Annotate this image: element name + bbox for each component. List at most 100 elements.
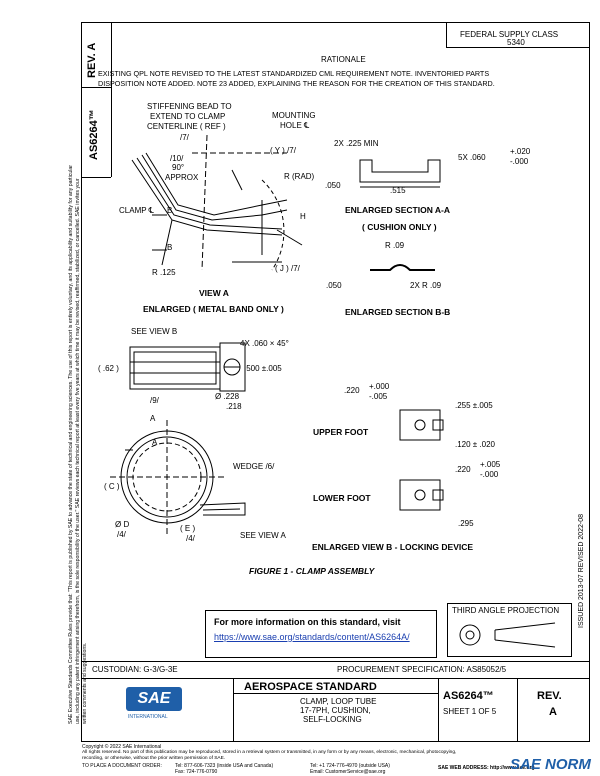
view-b-title: ENLARGED VIEW B - LOCKING DEVICE — [312, 542, 474, 552]
j-dimension: ( J ) /7/ — [275, 264, 300, 273]
h-dim: H — [300, 212, 306, 221]
web-address: SAE WEB ADDRESS: http://www.sae.org — [438, 765, 535, 771]
bb-r09: R .09 — [385, 241, 405, 250]
d120: .120 ± .020 — [455, 440, 495, 449]
aa-515: .515 — [390, 186, 406, 195]
section-bb-drawing — [370, 264, 435, 271]
info-heading: For more information on this standard, v… — [214, 617, 401, 627]
sae-intl: INTERNATIONAL — [128, 714, 168, 720]
figure-title: FIGURE 1 - CLAMP ASSEMBLY — [249, 566, 375, 576]
section-b-bottom: B — [167, 243, 173, 252]
view-a-subtitle: ENLARGED ( METAL BAND ONLY ) — [143, 304, 284, 314]
dia-218: .218 — [226, 402, 242, 411]
mounting-label-1: MOUNTING — [272, 111, 316, 120]
rev-label: REV. — [537, 690, 562, 702]
clamp-loop-drawing — [110, 420, 246, 535]
see-view-a: SEE VIEW A — [240, 531, 286, 540]
supply-class-label: FEDERAL SUPPLY CLASS — [460, 30, 559, 39]
d255: .255 ±.005 — [455, 401, 493, 410]
third-angle-label: THIRD ANGLE PROJECTION — [452, 606, 560, 615]
lower-tol-minus: -.000 — [480, 470, 499, 479]
see-view-b: SEE VIEW B — [131, 327, 178, 336]
fax: Fax: 724-776-0790 — [175, 769, 218, 775]
divider — [517, 678, 518, 742]
title-desc-1: CLAMP, LOOP TUBE — [300, 697, 377, 706]
section-aa-drawing — [359, 159, 441, 188]
clamp-top-drawing — [129, 342, 246, 392]
angle-ref: /10/ — [170, 154, 184, 163]
upper-220: .220 — [344, 386, 360, 395]
third-angle-box — [447, 603, 572, 657]
order-label: TO PLACE A DOCUMENT ORDER: — [82, 763, 162, 769]
ref-7-note: /7/ — [180, 133, 189, 142]
mounting-label-2: HOLE ℄ — [280, 121, 310, 130]
r125: R .125 — [152, 268, 176, 277]
y-dimension: ( Y ) /7/ — [270, 146, 296, 155]
stiffening-label-2: EXTEND TO CLAMP — [150, 112, 226, 121]
aa-tol-minus: -.000 — [510, 157, 529, 166]
sheet-info: SHEET 1 OF 5 — [443, 707, 497, 716]
title-desc-3: SELF-LOCKING — [303, 715, 362, 724]
wedge-note: WEDGE /6/ — [233, 462, 275, 471]
clamp-cl: CLAMP ℄ — [119, 206, 154, 215]
section-a-top: A — [150, 414, 156, 423]
upper-tol-minus: -.005 — [369, 392, 388, 401]
d62: ( .62 ) — [98, 364, 119, 373]
d295: .295 — [458, 519, 474, 528]
section-b-top: B — [167, 206, 173, 215]
ref9: /9/ — [150, 396, 159, 405]
divider — [438, 678, 439, 742]
title-desc-2: 17-7PH, CUSHION, — [300, 706, 371, 715]
divider — [233, 678, 234, 742]
info-box: For more information on this standard, v… — [205, 610, 437, 658]
email: Email: CustomerService@sae.org — [310, 769, 386, 775]
divider — [111, 22, 112, 177]
supply-class-value: 5340 — [507, 38, 525, 47]
supply-class-box — [446, 22, 590, 48]
doc-number: AS6264™ — [443, 690, 494, 702]
tel-1: Tel: 877-606-7323 (inside USA and Canada… — [175, 763, 274, 769]
stiffening-label-1: STIFFENING BEAD TO — [147, 102, 232, 111]
drawing-frame — [81, 22, 590, 742]
section-a-bottom: A — [152, 438, 158, 447]
divider — [233, 693, 438, 694]
stiffening-label-3: CENTERLINE ( REF ) — [147, 122, 226, 131]
r-rad: R (RAD) — [284, 172, 315, 181]
aerospace-standard: AEROSPACE STANDARD — [244, 681, 377, 693]
sae-logo: SAE — [126, 687, 182, 711]
bb-050: .050 — [326, 281, 342, 290]
divider — [81, 177, 111, 178]
aa-min: 2X .225 MIN — [334, 139, 379, 148]
watermark: SAE NORM — [510, 756, 591, 773]
section-aa-subtitle: ( CUSHION ONLY ) — [362, 222, 437, 232]
copyright: Copyright © 2022 SAE International — [82, 744, 162, 750]
rev-value: A — [549, 706, 557, 718]
section-bb-title: ENLARGED SECTION B-B — [345, 307, 451, 317]
c-dim: ( C ) — [104, 482, 120, 491]
d500: .500 ±.005 — [244, 364, 282, 373]
rights-1: All rights reserved. No part of this pub… — [82, 750, 457, 755]
lower-foot-label: LOWER FOOT — [313, 493, 371, 503]
aa-050: .050 — [325, 181, 341, 190]
dia-228: Ø .228 — [215, 392, 240, 401]
e-dim: ( E ) — [180, 524, 196, 533]
procurement-spec: PROCUREMENT SPECIFICATION: AS85052/5 — [337, 665, 507, 674]
view-a-drawing — [131, 134, 303, 271]
issue-dates: ISSUED 2013-07 REVISED 2022-08 — [578, 513, 585, 628]
custodian: CUSTODIAN: G-3/G-3E — [92, 665, 178, 674]
angle-value: 90° — [172, 163, 185, 172]
lower-tol-plus: +.005 — [480, 460, 501, 469]
divider — [81, 678, 590, 679]
d-dim: Ø D — [115, 520, 130, 529]
ref-4b: /4/ — [186, 534, 195, 543]
tel-2: Tel: +1 724-776-4970 (outside USA) — [310, 763, 390, 769]
ref-4a: /4/ — [117, 530, 126, 539]
standard-link[interactable]: https://www.sae.org/standards/content/AS… — [214, 632, 410, 642]
upper-foot-label: UPPER FOOT — [313, 427, 369, 437]
aa-tol-plus: +.020 — [510, 147, 531, 156]
upper-tol-plus: +.000 — [369, 382, 390, 391]
divider — [81, 87, 111, 88]
chamfer-note: 4X .060 × 45° — [240, 339, 289, 348]
doc-side-id: AS6264™ — [88, 109, 100, 160]
view-b-drawing — [399, 409, 444, 511]
